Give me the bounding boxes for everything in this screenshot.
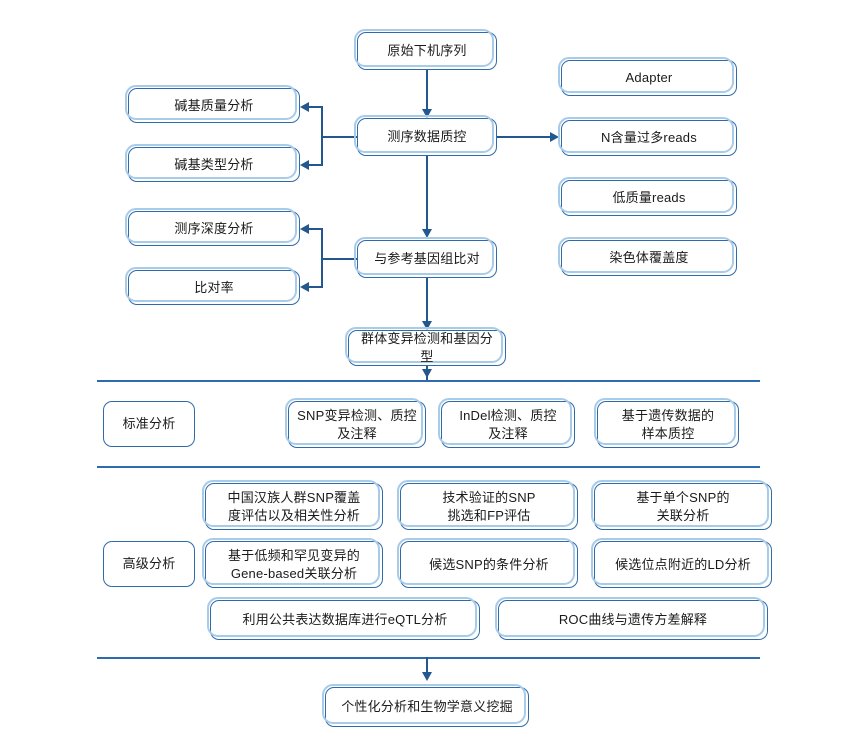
arrowhead-qc-to-alignment [421,229,432,238]
arrowhead-qc-to-n-reads [550,131,559,142]
arrowhead-align-to-variant [421,321,432,330]
node-candidate-locus-ld[interactable]: 候选位点附近的LD分析 [591,538,772,588]
node-indel-detection-qc-annotation[interactable]: InDel检测、质控 及注释 [438,398,575,448]
node-personalized-analysis-label: 个性化分析和生物学意义挖掘 [341,699,513,715]
arrowhead-qc-to-base-quality [300,101,309,112]
node-adapter[interactable]: Adapter [558,57,737,96]
arrowhead-align-to-rate [300,281,309,292]
connector-raw-to-qc [426,70,429,112]
node-sequencing-depth-analysis[interactable]: 测序深度分析 [125,208,300,246]
node-genetic-data-sample-qc[interactable]: 基于遗传数据的 样本质控 [594,398,739,448]
node-indel-detection-qc-annotation-label: InDel检测、质控 及注释 [459,407,557,441]
section-divider-bottom [97,657,760,660]
node-sequencing-qc-label: 测序数据质控 [387,129,467,145]
connector-align-left-bus [321,229,324,287]
connector-align-to-depth [307,228,323,231]
node-base-type-analysis-label: 碱基类型分析 [174,156,254,172]
connector-qc-to-base-type [307,164,323,167]
node-validated-snp-selection-fp-label: 技术验证的SNP 挑选和FP评估 [442,489,536,523]
connector-qc-to-base-quality [307,106,323,109]
node-base-type-analysis[interactable]: 碱基类型分析 [125,144,300,182]
node-single-snp-association-label: 基于单个SNP的 关联分析 [636,489,730,523]
node-single-snp-association[interactable]: 基于单个SNP的 关联分析 [591,480,772,530]
node-genetic-data-sample-qc-label: 基于遗传数据的 样本质控 [621,407,715,441]
node-raw-sequence[interactable]: 原始下机序列 [354,29,497,70]
node-high-n-reads-label: N含量过多reads [601,130,697,146]
node-low-quality-reads[interactable]: 低质量reads [558,177,737,216]
label-advanced-analysis[interactable]: 高级分析 [103,541,195,587]
node-chromosome-coverage[interactable]: 染色体覆盖度 [558,237,737,276]
node-variant-calling-genotyping[interactable]: 群体变异检测和基因分型 [345,327,506,366]
connector-qc-to-n-reads [497,136,551,139]
node-public-expression-eqtl-label: 利用公共表达数据库进行eQTL分析 [242,612,448,628]
node-validated-snp-selection-fp[interactable]: 技术验证的SNP 挑选和FP评估 [397,480,578,530]
node-gene-based-association[interactable]: 基于低频和罕见变异的 Gene-based关联分析 [202,538,383,588]
node-reference-alignment[interactable]: 与参考基因组比对 [354,237,497,278]
node-sequencing-depth-analysis-label: 测序深度分析 [174,220,254,236]
node-alignment-rate-label: 比对率 [194,279,234,295]
section-divider-middle [97,466,760,469]
label-advanced-analysis-text: 高级分析 [122,556,176,572]
node-snp-detection-qc-annotation[interactable]: SNP变异检测、质控 及注释 [285,398,426,448]
connector-align-left-stem [321,258,359,261]
node-roc-genetic-variance[interactable]: ROC曲线与遗传方差解释 [495,597,768,640]
node-han-chinese-snp-coverage-label: 中国汉族人群SNP覆盖 度评估以及相关性分析 [227,489,361,523]
node-candidate-snp-conditional[interactable]: 候选SNP的条件分析 [397,538,578,588]
label-standard-analysis[interactable]: 标准分析 [103,401,195,447]
node-roc-genetic-variance-label: ROC曲线与遗传方差解释 [558,612,708,628]
connector-qc-left-bus [321,107,324,165]
connector-qc-left-stem [321,136,359,139]
node-candidate-snp-conditional-label: 候选SNP的条件分析 [429,556,549,572]
node-base-quality-analysis-label: 碱基质量分析 [174,97,254,113]
node-low-quality-reads-label: 低质量reads [612,190,686,206]
node-chromosome-coverage-label: 染色体覆盖度 [609,250,689,266]
node-base-quality-analysis[interactable]: 碱基质量分析 [125,85,300,123]
node-personalized-analysis[interactable]: 个性化分析和生物学意义挖掘 [322,684,529,727]
node-han-chinese-snp-coverage[interactable]: 中国汉族人群SNP覆盖 度评估以及相关性分析 [202,480,383,530]
node-raw-sequence-label: 原始下机序列 [387,43,467,59]
node-gene-based-association-label: 基于低频和罕见变异的 Gene-based关联分析 [227,547,360,581]
section-divider-top [97,380,760,383]
arrowhead-align-to-depth [300,223,309,234]
node-candidate-locus-ld-label: 候选位点附近的LD分析 [615,556,751,572]
node-high-n-reads[interactable]: N含量过多reads [558,117,737,156]
arrowhead-to-final [421,672,432,681]
arrowhead-variant-to-standard [421,369,432,378]
connector-align-to-variant [426,278,429,324]
node-reference-alignment-label: 与参考基因组比对 [374,251,480,267]
connector-to-final [426,657,429,677]
arrowhead-qc-to-base-type [300,159,309,170]
node-adapter-label: Adapter [625,70,673,86]
node-alignment-rate[interactable]: 比对率 [125,267,300,305]
node-variant-calling-genotyping-label: 群体变异检测和基因分型 [360,331,493,364]
node-snp-detection-qc-annotation-label: SNP变异检测、质控 及注释 [297,407,417,441]
connector-align-to-rate [307,286,323,289]
label-standard-analysis-text: 标准分析 [122,416,176,432]
node-public-expression-eqtl[interactable]: 利用公共表达数据库进行eQTL分析 [207,597,480,640]
arrowhead-raw-to-qc [421,109,432,118]
node-sequencing-qc[interactable]: 测序数据质控 [354,115,497,156]
connector-qc-to-alignment [426,156,429,232]
